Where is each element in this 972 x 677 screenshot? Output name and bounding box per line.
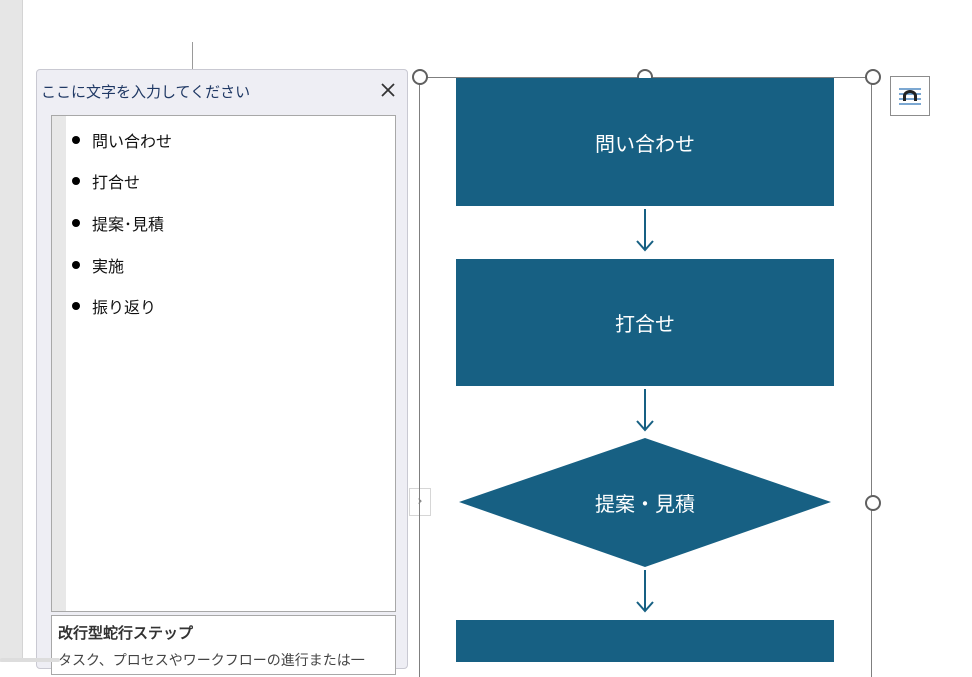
bullet-dot	[72, 177, 80, 185]
bullet-edit-area[interactable]: 問い合わせ 打合せ 提案･見積 実施 振り返り	[51, 115, 396, 612]
diagram-step-inquiry[interactable]: 問い合わせ	[456, 78, 834, 206]
text-pane-title: ここに文字を入力してください	[41, 83, 251, 101]
layout-description-text: タスク、プロセスやワークフローの進行または一	[58, 653, 365, 669]
bullet-dot	[72, 261, 80, 269]
layout-options-button[interactable]	[890, 76, 930, 116]
diagram-step-label: 提案・見積	[595, 492, 695, 516]
down-arrow-icon	[636, 389, 654, 432]
diagram-step-proposal[interactable]: 提案・見積	[459, 438, 831, 567]
left-margin-strip	[0, 0, 23, 662]
text-pane-header: ここに文字を入力してください	[37, 70, 407, 112]
bullet-item-proposal[interactable]: 提案･見積	[72, 212, 165, 234]
resize-handle-top-left[interactable]	[412, 69, 428, 85]
resize-handle-middle-right[interactable]	[865, 495, 881, 511]
layout-description-title: 改行型蛇行ステップ	[58, 624, 194, 642]
bullet-item-meeting[interactable]: 打合せ	[72, 170, 141, 192]
layout-options-icon	[899, 88, 921, 105]
diagram-step-label: 打合せ	[615, 312, 675, 336]
bullet-item-label: 問い合わせ	[92, 132, 173, 151]
layout-description-box: 改行型蛇行ステップ タスク、プロセスやワークフローの進行または一	[51, 615, 396, 675]
close-icon[interactable]	[377, 79, 399, 101]
smartart-text-pane: ここに文字を入力してください 問い合わせ 打合せ 提案･見積	[36, 69, 408, 675]
diagram-step-execution[interactable]	[456, 620, 834, 662]
down-arrow-icon	[636, 570, 654, 613]
diagram-step-meeting[interactable]: 打合せ	[456, 259, 834, 386]
bottom-scroll-indicator	[0, 658, 60, 662]
bullet-item-label: 実施	[92, 257, 125, 276]
diamond-shape	[459, 438, 831, 567]
diagram-step-label: 問い合わせ	[595, 131, 695, 156]
bullet-dot	[72, 219, 80, 227]
bullet-item-label: 振り返り	[92, 298, 157, 317]
bullet-dot	[72, 302, 80, 310]
bullet-item-label: 打合せ	[92, 173, 141, 192]
bullet-gutter	[52, 116, 66, 611]
down-arrow-icon	[636, 209, 654, 252]
text-cursor-line	[192, 42, 193, 70]
bullet-item-inquiry[interactable]: 問い合わせ	[72, 129, 173, 151]
bullet-item-review[interactable]: 振り返り	[72, 295, 157, 317]
bullet-item-label: 提案･見積	[92, 215, 165, 234]
bullet-item-execution[interactable]: 実施	[72, 254, 125, 276]
resize-handle-top-right[interactable]	[865, 69, 881, 85]
bullet-dot	[72, 136, 80, 144]
